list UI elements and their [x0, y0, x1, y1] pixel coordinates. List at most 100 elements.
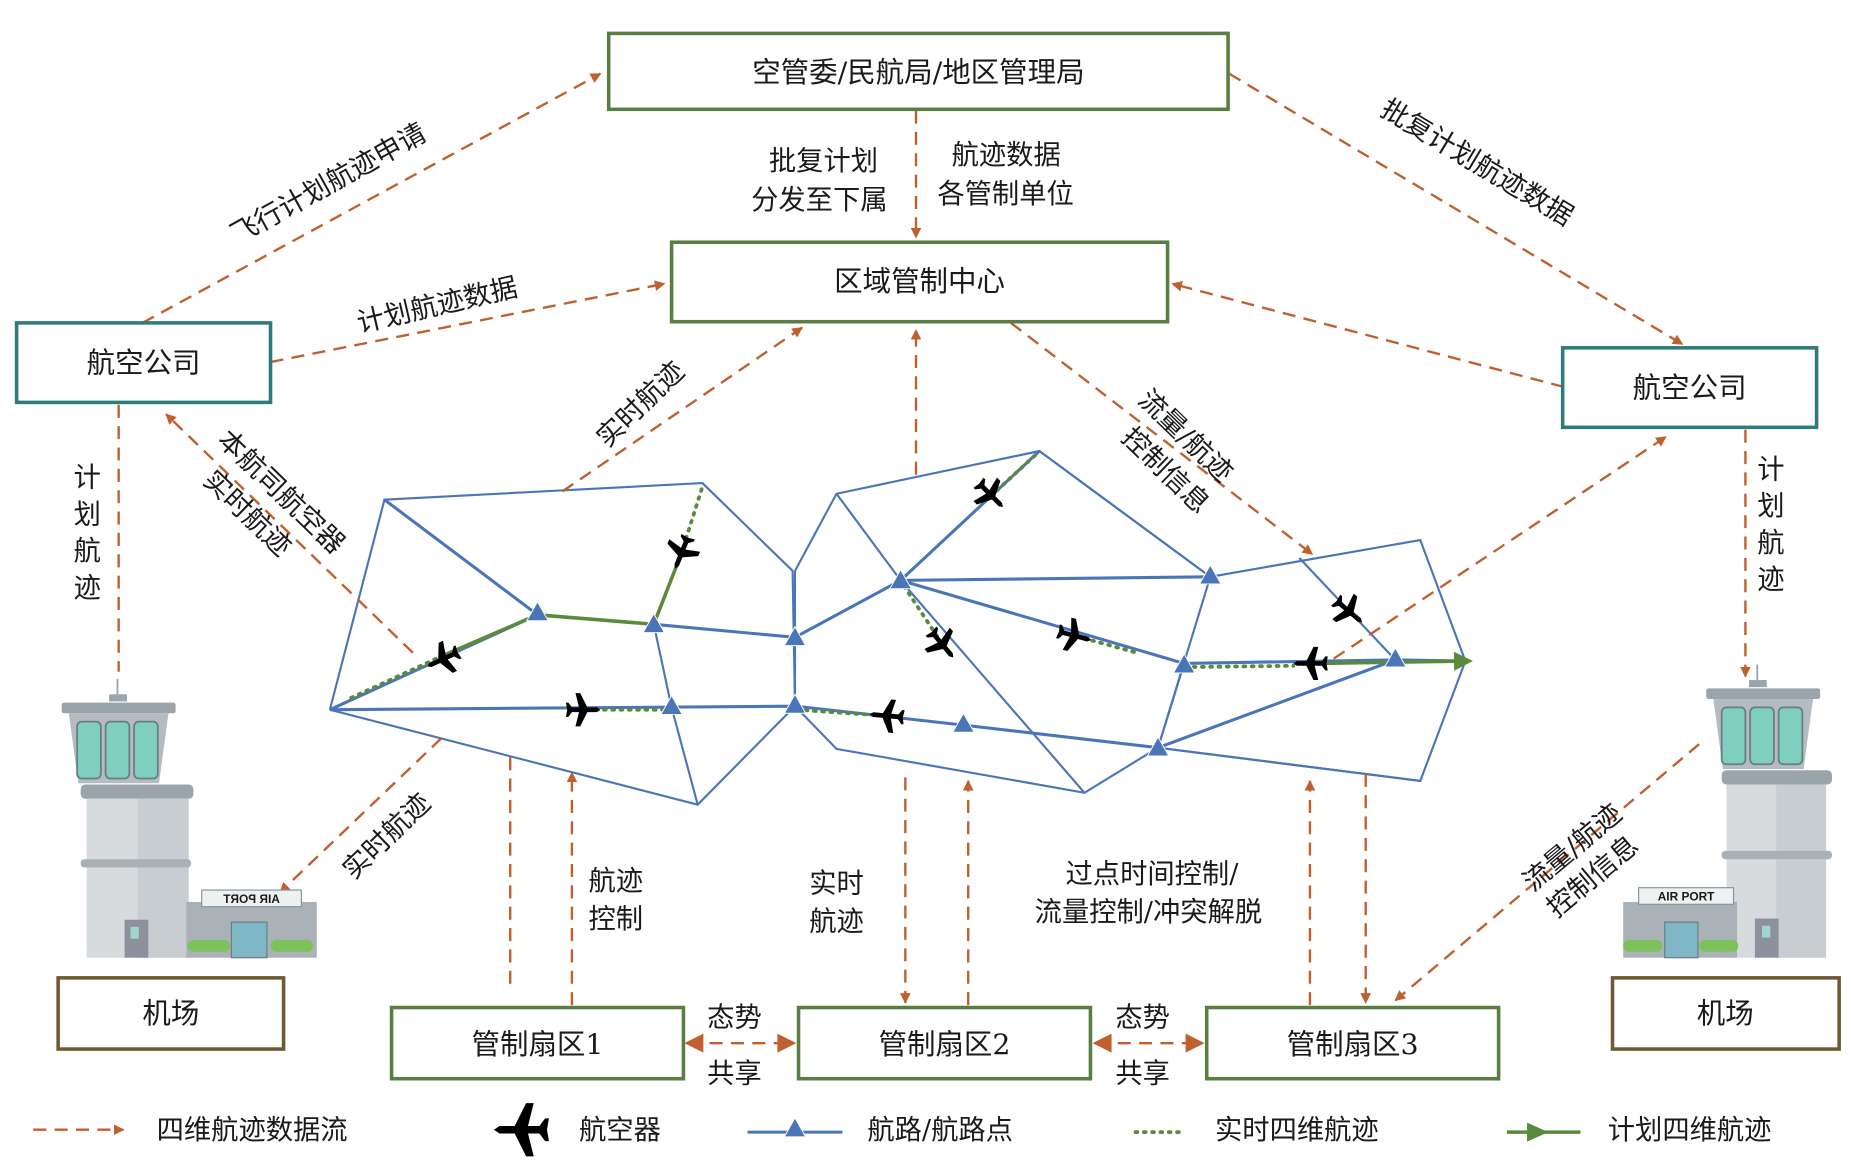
- route-main: [900, 578, 1466, 665]
- svg-text:迹: 迹: [1757, 565, 1784, 596]
- label-situation-2: 态势: [1115, 1003, 1170, 1034]
- label-track: 航迹: [589, 866, 644, 897]
- waypoint-icon: [526, 601, 549, 622]
- airline-right-box[interactable]: [1560, 346, 1819, 430]
- label-share-1: 共享: [707, 1058, 762, 1089]
- node-airline-left[interactable]: 航空公司: [14, 321, 273, 405]
- route-segment: [899, 579, 1086, 794]
- route-main: [899, 449, 1041, 582]
- route-main: [383, 498, 539, 617]
- sector-3-box[interactable]: [1204, 1005, 1501, 1081]
- airline-right-label: 航空公司: [1633, 372, 1747, 405]
- legend-label: 四维航迹数据流: [157, 1115, 348, 1146]
- node-sector-2[interactable]: 管制扇区2: [796, 1005, 1093, 1081]
- waypoint-icon: [783, 1117, 807, 1138]
- sector-1-label: 管制扇区1: [472, 1028, 604, 1061]
- label-realtime-track2: 航迹: [809, 906, 864, 937]
- airport-left[interactable]: AIR PORT 机场: [56, 678, 317, 1051]
- airplane-icon: [565, 693, 601, 727]
- waypoint-icon: [783, 693, 807, 714]
- label-share-2: 共享: [1115, 1058, 1170, 1089]
- svg-text:划: 划: [1757, 491, 1784, 522]
- legend-item-route: 航路/航路点: [747, 1115, 1013, 1146]
- realtime-track: [349, 654, 444, 700]
- flow-control-info: [1010, 321, 1314, 556]
- legend-label: 航路/航路点: [867, 1115, 1013, 1146]
- caac-label: 空管委/民航局/地区管理局: [752, 56, 1084, 89]
- control-tower-icon: AIR PORT: [61, 678, 317, 959]
- acc-box[interactable]: [669, 240, 1170, 324]
- label-control: 控制: [589, 904, 644, 935]
- svg-text:迹: 迹: [74, 573, 101, 604]
- caac-box[interactable]: [606, 31, 1230, 112]
- flow-airline-right-to-acc: [1171, 281, 1565, 389]
- label-track-data: 航迹数据: [952, 140, 1061, 171]
- flow-network-to-airline-right: [1333, 435, 1667, 660]
- route-main: [329, 575, 1211, 712]
- label-plan-track-data: 计划航迹数据: [354, 272, 520, 339]
- legend-label: 计划四维航迹: [1608, 1115, 1772, 1146]
- control-tower-icon: AIR PORT: [1623, 664, 1833, 959]
- realtime-track: [1191, 663, 1296, 669]
- node-sector-1[interactable]: 管制扇区1: [389, 1005, 686, 1081]
- node-caac[interactable]: 空管委/民航局/地区管理局: [606, 31, 1230, 112]
- route-main: [329, 658, 1396, 750]
- route-segment: [835, 493, 902, 582]
- route-network: [328, 449, 1473, 806]
- flow-plan-track-data: [270, 280, 666, 364]
- route-segment: [1157, 746, 1421, 782]
- svg-text:航: 航: [74, 536, 101, 567]
- label-flight-plan-request: 飞行计划航迹申请: [226, 118, 432, 251]
- route-segment: [652, 624, 673, 708]
- sector-boundary-left: [328, 481, 797, 806]
- airplane-icon: [659, 530, 704, 575]
- flow-airport-control-info: [1394, 743, 1700, 1002]
- svg-text:计: 计: [1757, 454, 1784, 485]
- sector-2-box[interactable]: [796, 1005, 1093, 1081]
- airport-sign-right: AIR PORT: [1658, 890, 1715, 904]
- acc-label: 区域管制中心: [834, 265, 1005, 298]
- svg-text:划: 划: [74, 499, 101, 530]
- legend-label: 航空器: [579, 1115, 661, 1146]
- label-control-units: 各管制单位: [937, 179, 1073, 210]
- legend-item-aircraft: 航空器: [493, 1103, 661, 1157]
- data-flows: [117, 72, 1751, 1053]
- legend-label: 实时四维航迹: [1215, 1115, 1379, 1146]
- flow-plan-request: [141, 72, 602, 324]
- airport-left-box[interactable]: [56, 976, 286, 1051]
- label-plan-track-right: 计 划 航 迹: [1757, 454, 1784, 595]
- legend: 四维航迹数据流 航空器 航路/航路点 实时四维航迹 计划四维航迹: [33, 1103, 1772, 1157]
- node-airline-right[interactable]: 航空公司: [1560, 346, 1819, 430]
- flow-realtime-track-up: [561, 326, 803, 493]
- airport-sign-left: AIR PORT: [222, 892, 279, 906]
- airline-left-box[interactable]: [14, 321, 273, 405]
- label-realtime-track-airport: 实时航迹: [337, 787, 437, 885]
- sector-boundary-middle: [794, 449, 1467, 794]
- sector-2-label: 管制扇区2: [878, 1028, 1010, 1061]
- realtime-track: [988, 452, 1038, 499]
- route-segment: [1157, 663, 1186, 748]
- label-situation-1: 态势: [707, 1003, 762, 1034]
- label-time-control: 过点时间控制/: [1066, 859, 1240, 890]
- route-segment: [670, 707, 699, 805]
- airport-right-box[interactable]: [1610, 976, 1841, 1051]
- green-arrow-icon: [1527, 1122, 1549, 1142]
- realtime-track: [795, 707, 886, 718]
- flow-approve-plan-data: [1228, 72, 1684, 346]
- legend-item-realtime: 实时四维航迹: [1133, 1115, 1379, 1146]
- svg-text:航: 航: [1757, 528, 1784, 559]
- airport-right[interactable]: AIR PORT 机场: [1610, 664, 1841, 1051]
- sector-3-label: 管制扇区3: [1287, 1028, 1419, 1061]
- airport-left-label: 机场: [142, 997, 199, 1030]
- label-plan-track-left: 计 划 航 迹: [74, 463, 101, 604]
- sector-1-box[interactable]: [389, 1005, 686, 1081]
- legend-item-dataflow: 四维航迹数据流: [33, 1115, 348, 1146]
- airplane-icon: [493, 1103, 549, 1157]
- node-acc[interactable]: 区域管制中心: [669, 240, 1170, 324]
- flow-realtime-to-airport: [279, 737, 443, 894]
- airplane-icon: [420, 636, 466, 682]
- flow-own-aircraft-track: [165, 413, 414, 654]
- node-sector-3[interactable]: 管制扇区3: [1204, 1005, 1501, 1081]
- label-flow-conflict: 流量控制/冲突解脱: [1035, 897, 1262, 928]
